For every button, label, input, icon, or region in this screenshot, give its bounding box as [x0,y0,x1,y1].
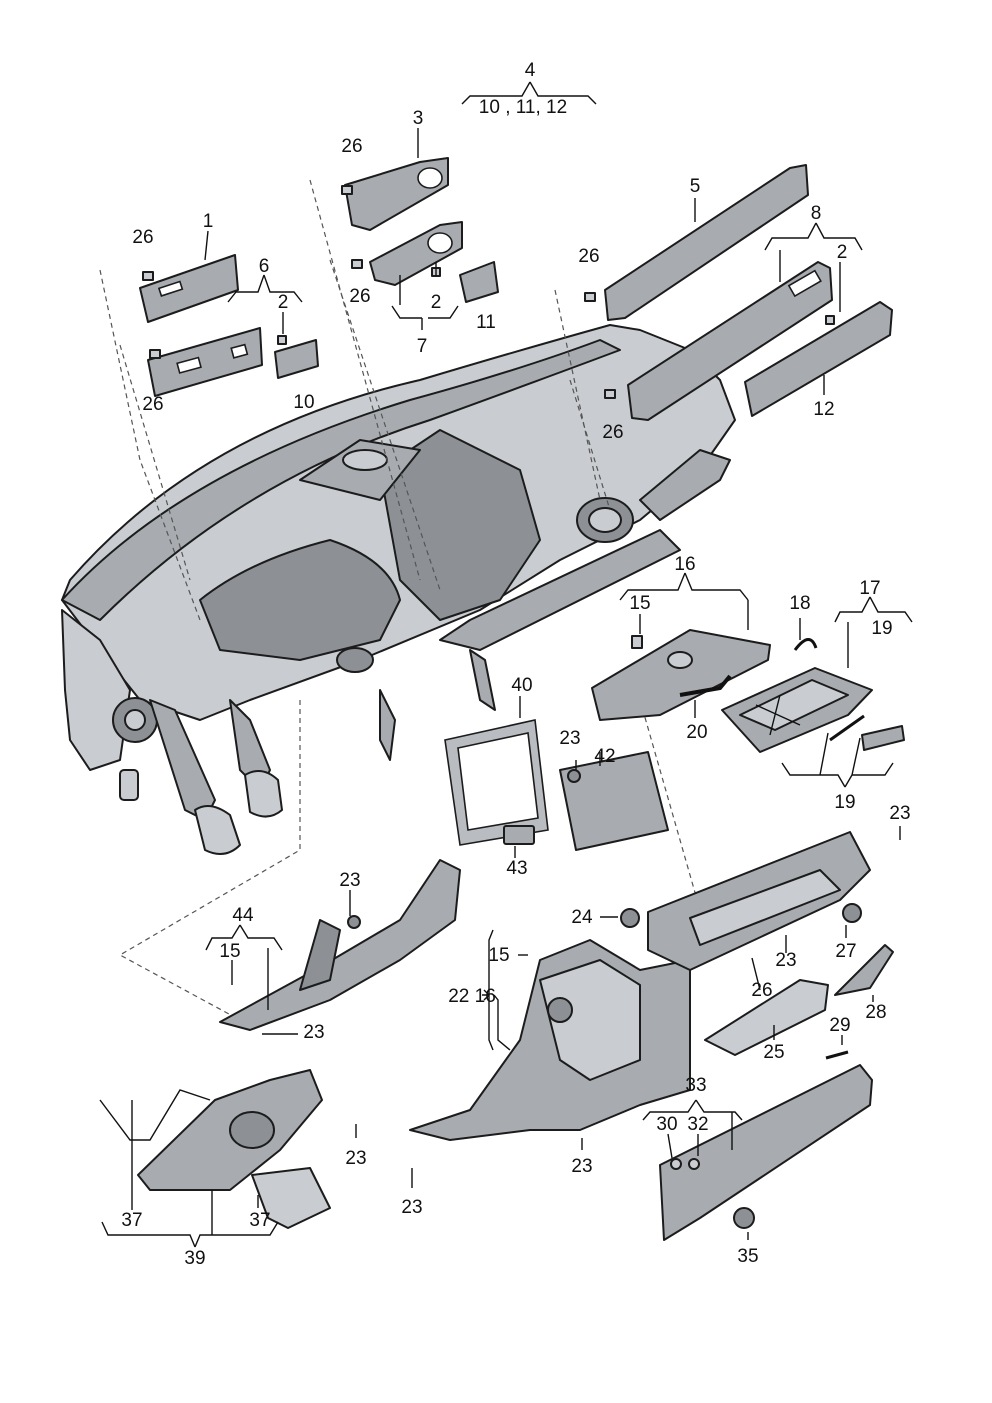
dashboard-main-assembly [61,324,736,855]
part-44-lower-trim [219,859,461,1031]
label-23b: 23 [889,803,910,824]
label-42: 42 [594,746,615,767]
label-23g: 23 [571,1156,592,1177]
clips-26 [142,185,835,399]
label-26c: 26 [349,286,370,307]
label-15c: 15 [488,945,509,966]
part-11-cover [459,261,499,303]
label-26d: 26 [142,394,163,415]
part-7-vent-trim [369,221,463,286]
label-23c: 23 [339,870,360,891]
label-16: 16 [674,554,695,575]
label-37b: 37 [249,1210,270,1231]
small-parts-30-32 [670,1158,700,1170]
part-27-knob [842,903,862,923]
part-glovebox-housing [647,831,871,971]
label-12: 12 [813,399,834,420]
part-29-pin [825,1050,849,1060]
part-33-glovebox-lid [659,1064,873,1241]
label-40: 40 [511,675,532,696]
label-23a: 23 [559,728,580,749]
part-10-cover [274,339,319,379]
part-6-trim [147,327,263,397]
label-28: 28 [865,1002,886,1023]
screws-23-mid [347,769,581,929]
part-5-long-trim [604,164,809,321]
label-17: 17 [859,578,880,599]
label-26e: 26 [578,246,599,267]
label-23e: 23 [303,1022,324,1043]
label-26b: 26 [132,227,153,248]
label-8: 8 [811,203,822,224]
label-35: 35 [737,1246,758,1267]
label-15b: 15 [219,941,240,962]
label-25: 25 [763,1042,784,1063]
label-2c: 2 [837,242,848,263]
label-32: 32 [687,1114,708,1135]
part-40-frame [444,719,549,846]
label-leader-lines [101,81,913,1248]
label-19a: 19 [871,618,892,639]
label-33: 33 [685,1075,706,1096]
label-29: 29 [829,1015,850,1036]
label-7: 7 [417,336,428,357]
label-26a: 26 [341,136,362,157]
part-35-lock [733,1207,755,1229]
label-43: 43 [506,858,527,879]
part-43-switch [503,825,535,845]
label-10-11-12: 10 , 11, 12 [479,97,567,118]
part-22-console [409,939,691,1141]
label-27: 27 [835,941,856,962]
part-39-knee-panel [99,1069,331,1229]
label-10: 10 [293,392,314,413]
label-44: 44 [232,905,254,926]
label-11: 11 [476,312,496,333]
label-15a: 15 [629,593,650,614]
label-2b: 2 [431,292,442,313]
label-3: 3 [413,108,424,129]
part-number-labels: 4 10 , 11, 12 3 26 1 26 6 2 26 2 11 7 26… [121,60,910,1269]
part-18-wire [793,638,818,651]
label-22-16: 22 16 [448,986,496,1007]
part-24-knob [620,908,640,928]
label-26g: 26 [751,980,772,1001]
part-20-rod [679,674,732,697]
label-19b: 19 [834,792,855,813]
label-30: 30 [656,1114,677,1135]
part-25-lid-liner [704,979,829,1056]
label-23h: 23 [401,1197,422,1218]
label-1: 1 [203,211,214,232]
part-19-pieces [829,714,905,751]
label-2a: 2 [278,292,289,313]
part-12-long-trim [744,301,893,417]
dashed-assembly-leaders [99,179,701,1021]
label-39: 39 [184,1248,205,1269]
part-28-trim [834,944,894,996]
part-42-display [559,751,669,851]
label-24: 24 [571,907,593,928]
label-4: 4 [525,60,536,81]
label-23d: 23 [775,950,796,971]
label-26f: 26 [602,422,623,443]
part-17-tray [721,667,873,753]
part-1-trim [139,254,239,323]
part-8-long-trim [627,261,833,421]
label-5: 5 [690,176,701,197]
label-18: 18 [789,593,810,614]
label-37a: 37 [121,1210,142,1231]
label-23f: 23 [345,1148,366,1169]
part-3-vent-trim [344,157,449,231]
label-6: 6 [259,256,270,277]
label-20: 20 [686,722,707,743]
part-16-panel [591,629,771,721]
